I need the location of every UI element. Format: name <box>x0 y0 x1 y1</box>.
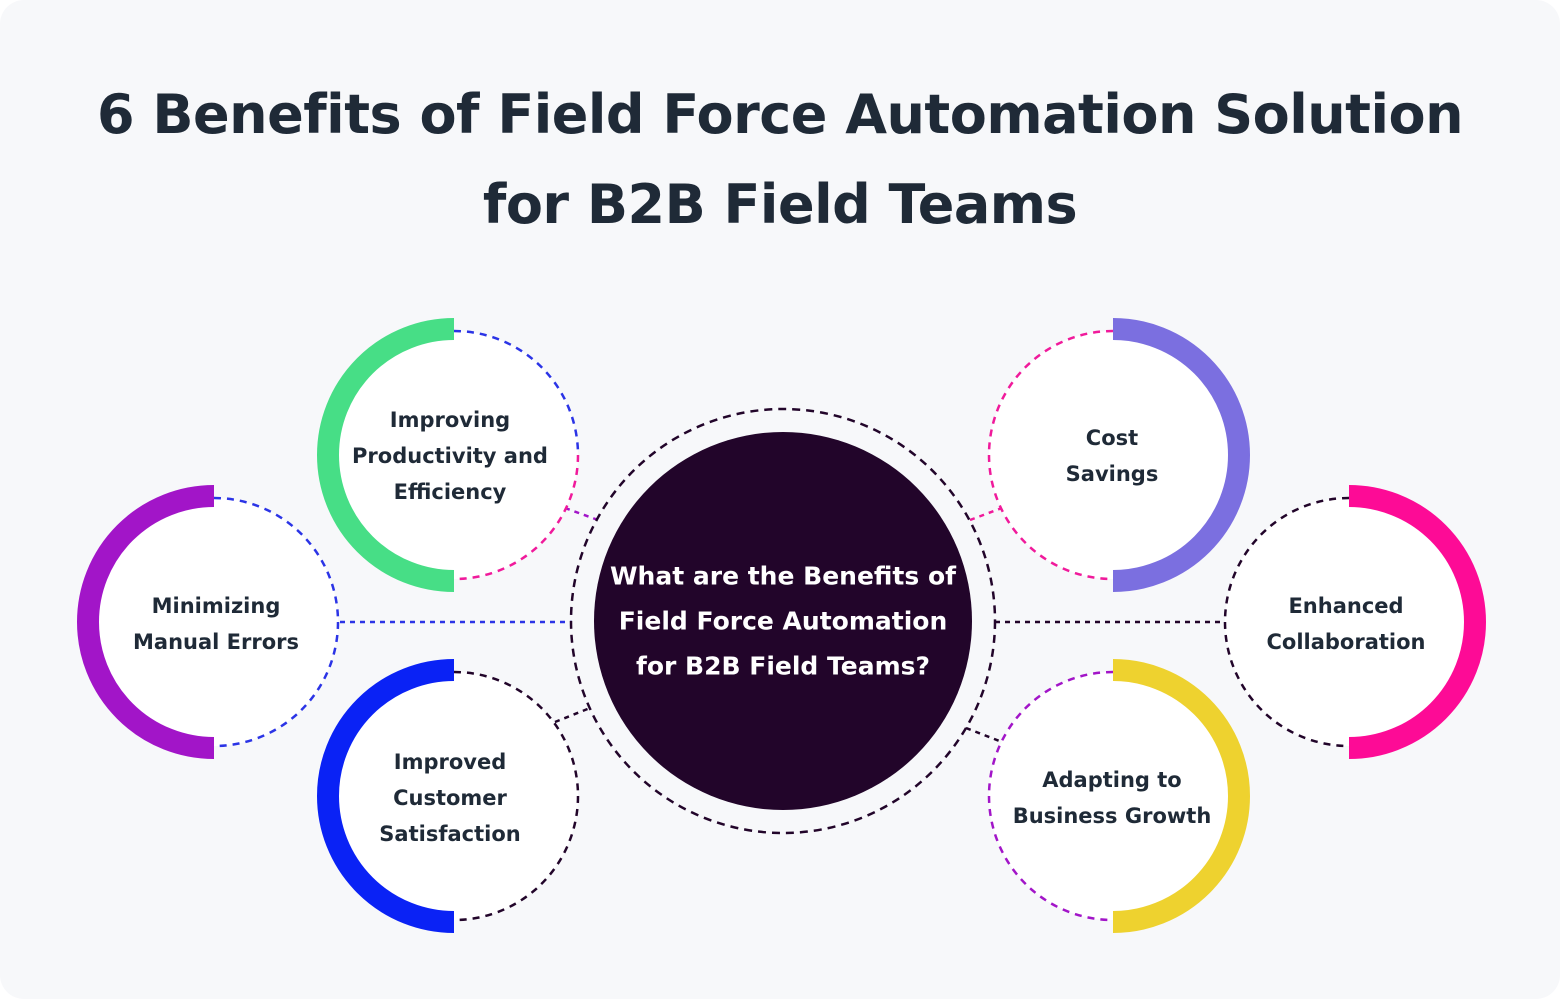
benefit-label-improved-customer-satisfaction: Improved Customer Satisfaction <box>379 750 521 846</box>
connector-bottom-right <box>965 726 1003 744</box>
connectors <box>340 506 1222 744</box>
benefit-label-enhanced-collaboration: Enhanced Collaboration <box>1266 594 1426 654</box>
dashed-arc-bottom <box>987 795 1114 922</box>
benefit-circle <box>989 331 1237 579</box>
dashed-arc-bottom <box>453 454 580 581</box>
dashed-arc-bottom <box>213 621 340 748</box>
benefit-node-minimizing-manual-errors <box>77 485 340 759</box>
benefit-circle <box>1225 498 1473 746</box>
benefit-node-improved-customer-satisfaction <box>317 659 580 933</box>
connector-top-left <box>564 506 599 522</box>
benefit-node-enhanced-collaboration <box>1223 485 1486 759</box>
dashed-arc-top <box>213 496 340 623</box>
dashed-arc-top <box>1223 496 1350 623</box>
benefit-circle <box>330 331 578 579</box>
connector-bottom-left <box>554 706 591 724</box>
title-line-2: for B2B Field Teams <box>482 173 1078 236</box>
benefit-circle <box>989 672 1237 920</box>
benefit-circle <box>330 672 578 920</box>
benefit-label-minimizing-manual-errors: Minimizing Manual Errors <box>133 594 299 654</box>
benefit-node-cost-savings <box>987 318 1250 592</box>
dashed-arc-bottom <box>987 454 1114 581</box>
connector-top-right <box>969 506 1003 522</box>
accent-arc <box>317 659 455 933</box>
center-circle <box>594 432 972 810</box>
dashed-arc-top <box>453 329 580 456</box>
benefit-label-adapting-business-growth: Adapting to Business Growth <box>1012 768 1212 828</box>
center-question: What are the Benefits of Field Force Aut… <box>609 561 957 681</box>
dashed-arc-bottom <box>1223 621 1350 748</box>
dashed-arc-top <box>453 670 580 797</box>
benefit-nodes <box>77 318 1486 933</box>
center-dashed-ring <box>569 407 997 835</box>
dashed-arc-bottom <box>453 795 580 922</box>
page-title: 6 Benefits of Field Force Automation Sol… <box>0 70 1560 250</box>
center-node <box>569 407 997 835</box>
accent-arc <box>77 485 215 759</box>
accent-arc <box>1112 659 1250 933</box>
dashed-arc-top <box>987 670 1114 797</box>
accent-arc <box>317 318 455 592</box>
title-line-1: 6 Benefits of Field Force Automation Sol… <box>96 83 1464 146</box>
benefit-label-cost-savings: Cost Savings <box>1065 426 1159 486</box>
benefit-node-improving-productivity <box>317 318 580 592</box>
benefit-circle <box>90 498 338 746</box>
dashed-arc-top <box>987 329 1114 456</box>
benefit-node-adapting-business-growth <box>987 659 1250 933</box>
benefit-label-improving-productivity: Improving Productivity and Efficiency <box>352 408 548 504</box>
accent-arc <box>1348 485 1486 759</box>
accent-arc <box>1112 318 1250 592</box>
